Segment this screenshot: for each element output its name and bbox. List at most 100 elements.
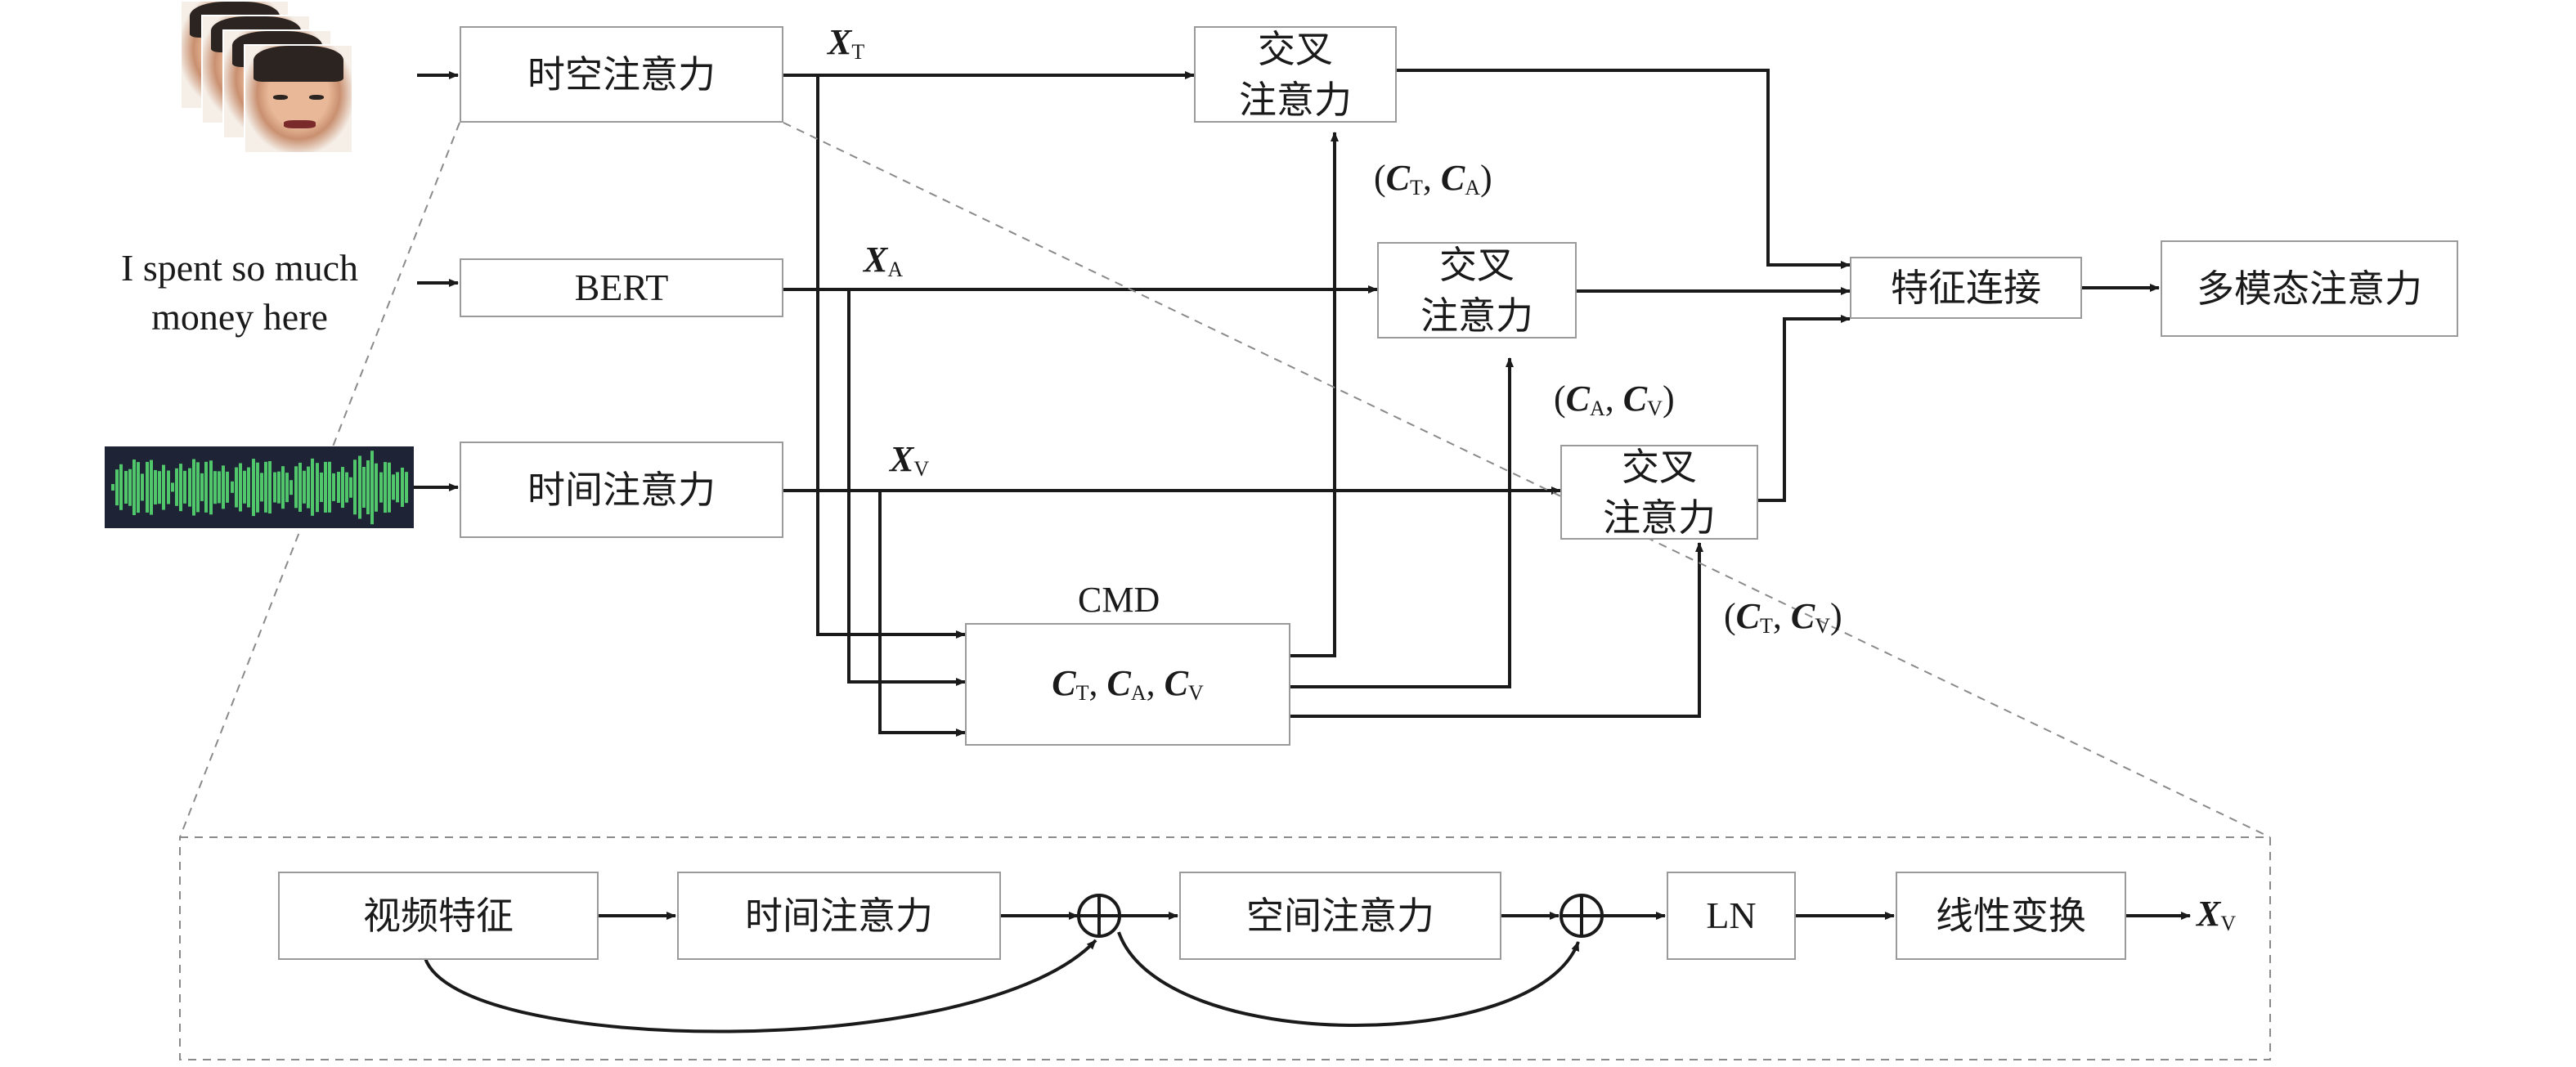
cmd-c3-sub: V (1187, 680, 1204, 705)
cross-attention-3-line-1: 交叉 (1622, 445, 1697, 489)
waveform-bar (243, 470, 247, 504)
waveform-bar (396, 472, 400, 503)
pair-ta-c1-main: C (1385, 158, 1411, 198)
waveform-bar (179, 464, 183, 511)
xv-sub: V (913, 457, 930, 481)
waveform-bar (239, 463, 242, 512)
ln-label: LN (1706, 894, 1757, 936)
waveform-bar (289, 480, 294, 495)
waveform-bar (375, 463, 379, 512)
spatiotemporal-attention-box: 时空注意力 (460, 26, 783, 123)
cmd-box: CT, CA, CV (965, 623, 1290, 746)
detail-temporal-attention-label: 时间注意力 (745, 894, 933, 938)
waveform-bar (204, 461, 209, 513)
waveform-bar (175, 468, 178, 507)
waveform-bar (285, 473, 289, 502)
cmd-c1-sub: T (1075, 680, 1089, 705)
cross-attention-1-line-1: 交叉 (1258, 27, 1333, 71)
detail-frame (179, 836, 2271, 1060)
cross-attention-2-line-1: 交叉 (1439, 243, 1515, 287)
waveform-bar (260, 473, 263, 502)
ln-box: LN (1667, 872, 1796, 960)
waveform-bar (166, 470, 170, 504)
xv-label: XV (890, 442, 929, 480)
pair-av-c1-main: C (1565, 379, 1591, 419)
linear-transform-label: 线性变换 (1936, 894, 2086, 938)
waveform-bar (145, 461, 149, 513)
cmd-c3-main: C (1164, 662, 1188, 703)
spatiotemporal-attention-label: 时空注意力 (527, 52, 716, 96)
pair-tv-c1-main: C (1735, 596, 1761, 636)
detail-temporal-attention-box: 时间注意力 (677, 872, 1001, 960)
pair-tv-c2-main: C (1790, 596, 1815, 636)
waveform-bar (361, 467, 366, 508)
pair-ta-label: (CT, CA) (1374, 158, 1492, 200)
waveform-bar (123, 470, 128, 504)
waveform-bar (154, 469, 157, 505)
waveform-bar (328, 461, 332, 513)
waveform-bar (336, 472, 340, 503)
bert-label: BERT (574, 267, 669, 308)
xa-sub: A (887, 258, 904, 281)
cmd-title: CMD (1078, 580, 1160, 620)
pair-av-c2-main: C (1622, 379, 1648, 419)
xv-output-sub: V (2220, 912, 2237, 935)
waveform-bar (324, 461, 327, 513)
xa-label: XA (864, 242, 903, 280)
waveform-bar (149, 460, 153, 515)
waveform-bar (276, 471, 280, 504)
temporal-attention-label: 时间注意力 (527, 468, 716, 512)
cmd-c1-main: C (1052, 662, 1076, 703)
waveform-bar (196, 462, 200, 513)
waveform-bar (158, 471, 162, 504)
waveform-bar (349, 477, 353, 498)
waveform-bar (404, 472, 408, 503)
waveform-bar (209, 460, 213, 514)
pair-tv-label: (CT, CV) (1724, 596, 1842, 638)
video-frames-input (180, 0, 353, 154)
xt-sub: T (851, 40, 865, 64)
waveform-bar (200, 473, 204, 502)
waveform-bar (281, 466, 285, 509)
waveform-bar (187, 468, 191, 507)
waveform-bar (379, 472, 383, 503)
spatial-attention-box: 空间注意力 (1179, 872, 1501, 960)
waveform-bar (162, 464, 166, 510)
arrow-cmd-to-cross2 (1290, 357, 1514, 688)
input-sentence-line-2: money here (151, 296, 328, 338)
pair-ta-c2-sub: A (1465, 176, 1481, 200)
xv-output-label: XV (2197, 896, 2236, 935)
cross-attention-3-line-2: 注意力 (1603, 495, 1716, 540)
input-sentence: I spent so much money here (121, 244, 358, 342)
waveform-bar (311, 458, 315, 517)
pair-ta-c2-main: C (1440, 158, 1465, 198)
xt-main: X (828, 22, 852, 62)
waveform-bar (294, 466, 298, 509)
linear-transform-box: 线性变换 (1896, 872, 2126, 960)
waveform-bar (226, 471, 230, 504)
waveform-bar (268, 460, 272, 514)
waveform-bar (340, 467, 344, 508)
xa-main: X (864, 240, 888, 280)
pair-av-c2-sub: V (1647, 397, 1663, 420)
waveform-bar (119, 464, 123, 511)
waveform-bar (183, 470, 187, 504)
waveform-bar (213, 471, 217, 504)
cross-attention-box-2: 交叉 注意力 (1377, 242, 1577, 338)
cmd-c2-sub: A (1130, 680, 1147, 705)
waveform-bar (366, 460, 370, 515)
pair-av-c1-sub: A (1590, 397, 1605, 420)
waveform-bar (255, 462, 259, 513)
cmd-outputs-label: CT, CA, CV (1052, 662, 1204, 705)
video-features-label: 视频特征 (363, 894, 514, 938)
residual-curve-2 (1117, 931, 1580, 1027)
waveform-bar (141, 473, 145, 501)
arrow-cross3-to-concat (1758, 315, 1851, 502)
waveform-bar (132, 460, 136, 515)
waveform-bar (111, 484, 114, 491)
pair-av-label: (CA, CV) (1554, 379, 1675, 420)
waveform-bar (370, 451, 375, 524)
waveform-bar (222, 465, 226, 509)
waveform-bar (137, 462, 141, 513)
